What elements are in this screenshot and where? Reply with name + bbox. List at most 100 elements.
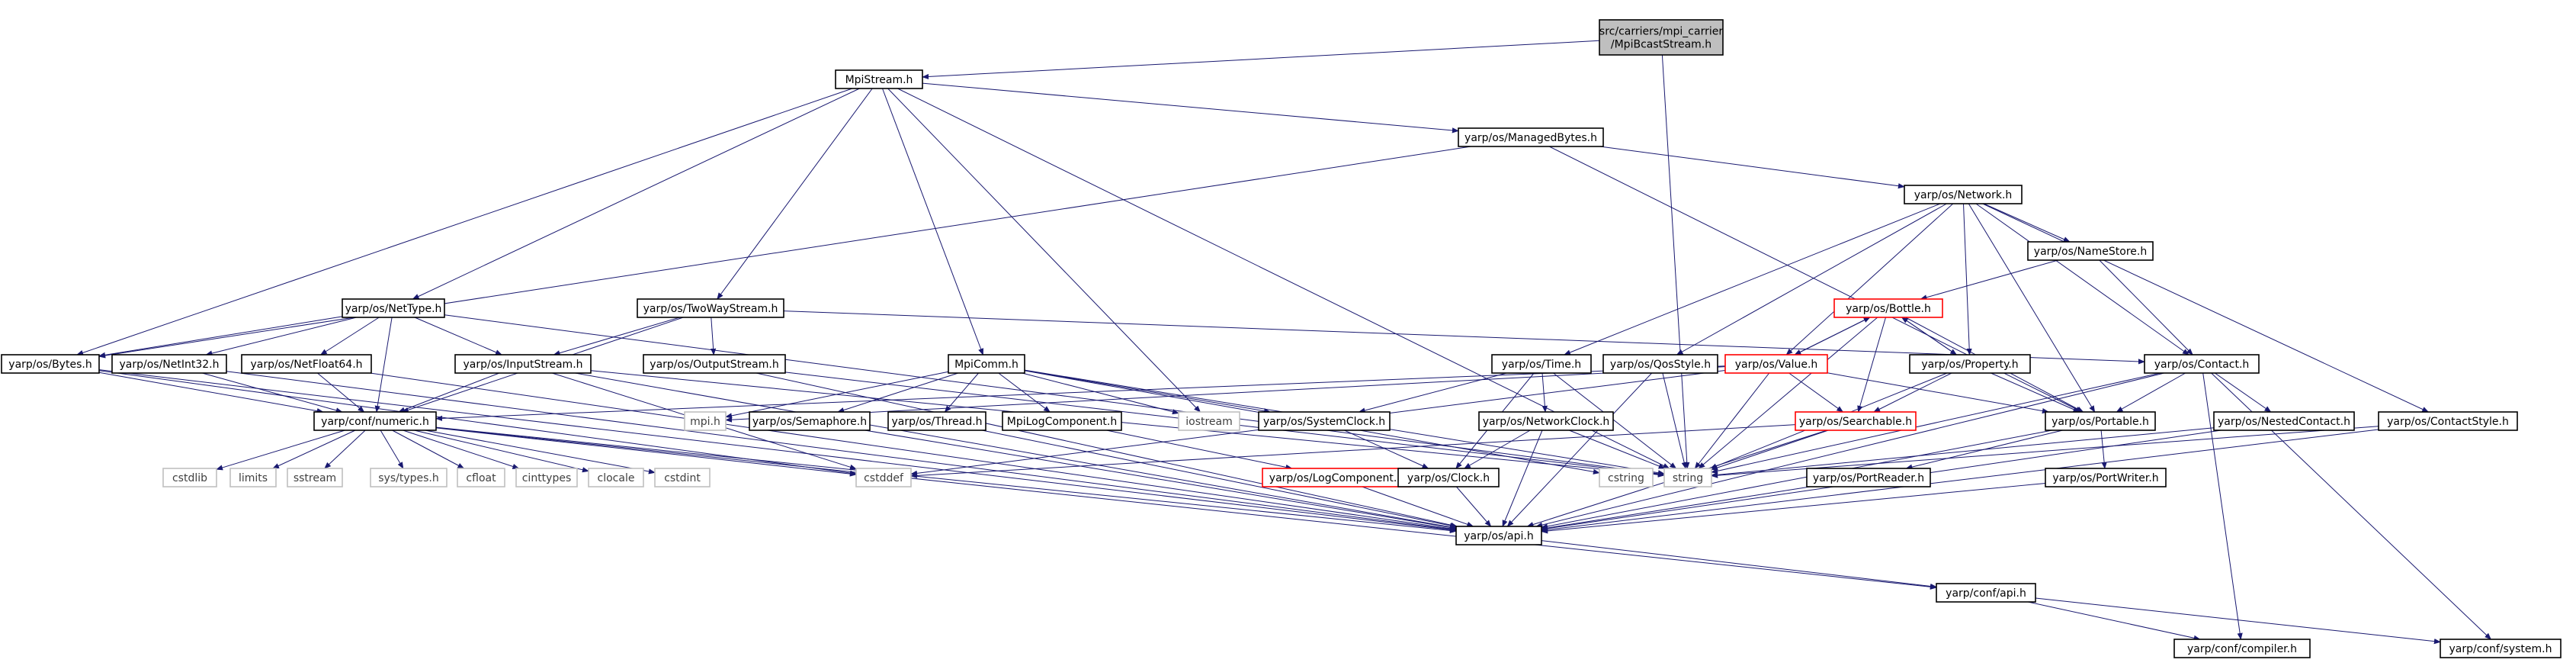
node-box	[637, 298, 784, 318]
node-searchable[interactable]: yarp/os/Searchable.h	[1795, 411, 1917, 431]
node-label: yarp/os/ManagedBytes.h	[1464, 132, 1597, 144]
node-label: cfloat	[466, 472, 496, 484]
node-value[interactable]: yarp/os/Value.h	[1724, 354, 1828, 374]
node-netclock[interactable]: yarp/os/NetworkClock.h	[1478, 411, 1614, 431]
edge-thread-to-api	[981, 430, 1457, 529]
node-label: src/carriers/mpi_carrier	[1599, 26, 1723, 38]
edge-inputstream-to-string	[590, 370, 1665, 478]
edge-bottle-to-searchable	[1857, 317, 1886, 413]
node-cstring[interactable]: cstring	[1599, 468, 1654, 487]
node-iostream[interactable]: iostream	[1178, 411, 1240, 431]
node-box	[1002, 411, 1122, 431]
edge-api-to-confapi	[1541, 540, 1937, 590]
node-box	[1258, 411, 1391, 431]
edge-property-to-portable	[1991, 372, 2080, 413]
edge-value-to-mpih	[725, 366, 1726, 423]
node-managed[interactable]: yarp/os/ManagedBytes.h	[1458, 127, 1604, 147]
node-netfloat64[interactable]: yarp/os/NetFloat64.h	[241, 354, 372, 374]
node-mpicomm[interactable]: MpiComm.h	[948, 354, 1025, 374]
node-mpistream[interactable]: MpiStream.h	[835, 69, 923, 89]
edge-numeric-to-api	[435, 426, 1457, 534]
node-sysclock[interactable]: yarp/os/SystemClock.h	[1258, 411, 1391, 431]
node-box	[1178, 411, 1240, 431]
edge-portreader-to-api	[1541, 486, 1811, 531]
node-box	[313, 411, 437, 431]
node-contactstyle[interactable]: yarp/os/ContactStyle.h	[2378, 411, 2518, 431]
node-logcomp[interactable]: yarp/os/LogComponent.h	[1262, 468, 1411, 487]
edge-confapi-to-system	[2035, 597, 2441, 645]
node-box	[1478, 411, 1614, 431]
node-label: yarp/os/Value.h	[1735, 359, 1818, 371]
edge-netclock-to-string	[1569, 430, 1666, 469]
edge-logcomp-to-api	[1362, 486, 1474, 527]
edge-value-to-searchable	[1788, 372, 1844, 413]
edge-numeric-to-confapi	[435, 427, 1937, 590]
node-netint32[interactable]: yarp/os/NetInt32.h	[111, 354, 227, 374]
node-sstream[interactable]: sstream	[287, 468, 343, 487]
edge-numeric-to-systypes	[380, 430, 404, 469]
node-mpilog[interactable]: MpiLogComponent.h	[1002, 411, 1122, 431]
node-box	[1724, 354, 1828, 374]
node-label: yarp/os/Time.h	[1502, 359, 1581, 371]
edge-twoway-to-inputstream	[553, 317, 680, 356]
node-string[interactable]: string	[1663, 468, 1712, 487]
node-property[interactable]: yarp/os/Property.h	[1909, 354, 2031, 374]
node-contact[interactable]: yarp/os/Contact.h	[2144, 354, 2260, 374]
node-time[interactable]: yarp/os/Time.h	[1491, 354, 1592, 374]
edge-bytes-to-cstddef	[98, 370, 857, 476]
edge-nested-to-string	[1711, 427, 2215, 478]
node-label: sys/types.h	[378, 472, 438, 484]
node-portwriter[interactable]: yarp/os/PortWriter.h	[2045, 468, 2167, 487]
node-root[interactable]: src/carriers/mpi_carrier/MpiBcastStream.…	[1599, 19, 1724, 56]
node-clocale[interactable]: clocale	[588, 468, 644, 487]
node-nettype[interactable]: yarp/os/NetType.h	[342, 298, 445, 318]
node-confapi[interactable]: yarp/conf/api.h	[1936, 583, 2036, 603]
node-limits[interactable]: limits	[229, 468, 277, 487]
node-clock[interactable]: yarp/os/Clock.h	[1397, 468, 1500, 487]
node-box	[1833, 298, 1943, 318]
node-label: yarp/os/Searchable.h	[1799, 416, 1912, 428]
edge-managed-to-bytes	[98, 146, 1471, 359]
node-twoway[interactable]: yarp/os/TwoWayStream.h	[637, 298, 784, 318]
node-box	[1599, 468, 1654, 487]
node-mpih[interactable]: mpi.h	[684, 411, 727, 431]
node-box	[1455, 526, 1542, 545]
edge-nettype-to-numeric	[374, 317, 393, 413]
node-bottle[interactable]: yarp/os/Bottle.h	[1833, 298, 1943, 318]
node-numeric[interactable]: yarp/conf/numeric.h	[313, 411, 437, 431]
node-label: yarp/os/NetType.h	[345, 303, 442, 315]
node-bytes[interactable]: yarp/os/Bytes.h	[1, 354, 100, 374]
node-network[interactable]: yarp/os/Network.h	[1904, 185, 2023, 204]
node-system[interactable]: yarp/conf/system.h	[2440, 639, 2562, 658]
node-box	[229, 468, 277, 487]
node-box	[2144, 354, 2260, 374]
edge-contact-to-api	[1535, 372, 2164, 528]
node-outputstream[interactable]: yarp/os/OutputStream.h	[643, 354, 786, 374]
node-box	[1663, 468, 1712, 487]
node-portable[interactable]: yarp/os/Portable.h	[2045, 411, 2156, 431]
edge-nettype-to-string	[444, 314, 1665, 477]
node-cstddef[interactable]: cstddef	[855, 468, 912, 487]
edge-numeric-to-cinttypes	[403, 430, 520, 469]
edge-root-to-string	[1661, 54, 1690, 469]
node-box	[2045, 411, 2156, 431]
edge-contactstyle-to-api	[1541, 429, 2379, 532]
node-qosstyle[interactable]: yarp/os/QosStyle.h	[1602, 354, 1718, 374]
node-api[interactable]: yarp/os/api.h	[1455, 526, 1542, 545]
node-systypes[interactable]: sys/types.h	[370, 468, 448, 487]
node-compiler[interactable]: yarp/conf/compiler.h	[2173, 639, 2311, 658]
edge-bytes-to-api	[98, 369, 1457, 533]
node-box	[1904, 185, 2023, 204]
edge-mpistream-to-mpicomm	[882, 88, 984, 356]
node-cstdlib[interactable]: cstdlib	[162, 468, 217, 487]
node-cstdint[interactable]: cstdint	[654, 468, 711, 487]
node-nested[interactable]: yarp/os/NestedContact.h	[2213, 411, 2355, 431]
node-cfloat[interactable]: cfloat	[457, 468, 505, 487]
node-inputstream[interactable]: yarp/os/InputStream.h	[454, 354, 592, 374]
node-namestore[interactable]: yarp/os/NameStore.h	[2027, 241, 2154, 261]
edge-network-to-qosstyle	[1676, 203, 1947, 356]
node-portreader[interactable]: yarp/os/PortReader.h	[1806, 468, 1931, 487]
node-semaphore[interactable]: yarp/os/Semaphore.h	[749, 411, 871, 431]
node-thread[interactable]: yarp/os/Thread.h	[887, 411, 986, 431]
node-cinttypes[interactable]: cinttypes	[515, 468, 578, 487]
